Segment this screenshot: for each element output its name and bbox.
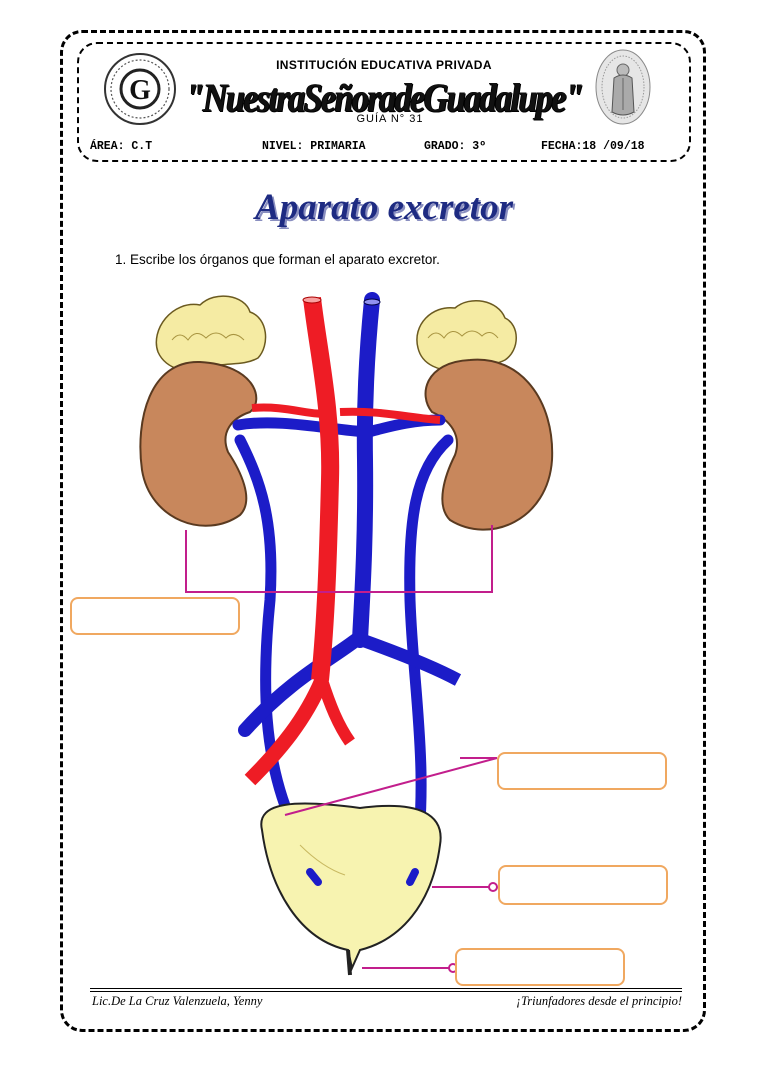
header-box — [77, 42, 691, 162]
footer-divider-top — [90, 988, 682, 989]
area-label: ÁREA: C.T — [90, 140, 153, 153]
school-name: "NuestraSeñoradeGuadalupe" — [185, 75, 584, 120]
page-title: Aparato excretor — [255, 187, 513, 228]
footer-motto: ¡Triunfadores desde el principio! — [516, 994, 682, 1008]
grade-label: GRADO: 3º — [424, 140, 487, 153]
answer-box-ureters[interactable] — [497, 752, 667, 790]
urethra — [346, 949, 352, 976]
right-kidney — [424, 358, 554, 531]
vena-cava — [352, 292, 380, 648]
guide-number: GUÍA N° 31 — [356, 113, 424, 125]
level-label: NIVEL: PRIMARIA — [262, 140, 366, 153]
footer-author: Lic.De La Cruz Valenzuela, Yenny — [92, 994, 263, 1008]
answer-box-kidneys[interactable] — [70, 597, 240, 635]
bladder — [260, 802, 442, 972]
answer-box-bladder[interactable] — [498, 865, 668, 905]
institution-label: INSTITUCIÓN EDUCATIVA PRIVADA — [276, 58, 492, 72]
virgin-guadalupe-image — [595, 49, 651, 125]
aorta — [303, 296, 340, 681]
answer-box-urethra[interactable] — [455, 948, 625, 986]
school-seal-logo: G — [104, 53, 176, 125]
instruction-text: 1. Escribe los órganos que forman el apa… — [115, 252, 440, 267]
kidney-label-line — [185, 525, 493, 593]
date-label: FECHA:18 /09/18 — [541, 140, 645, 153]
footer-divider-bottom — [90, 991, 682, 992]
right-ureter — [404, 434, 454, 878]
page-border — [60, 30, 706, 1032]
seal-letter: G — [129, 75, 151, 106]
